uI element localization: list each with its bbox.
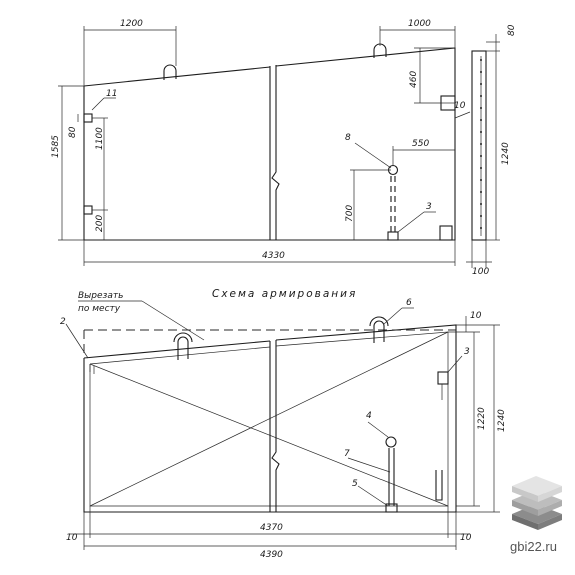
elevation-view: 1200 1000 80 460 1240 1585 80 1100 200 7… (51, 19, 517, 277)
embedded-plate-top-left (83, 113, 93, 123)
dim-1200: 1200 (120, 19, 143, 29)
break-line-right-2 (271, 340, 280, 512)
dim-700: 700 (345, 205, 355, 222)
dim-1240-side: 1240 (501, 142, 511, 165)
side-section (471, 50, 487, 241)
stacked-slabs-icon (512, 476, 562, 530)
embedded-plate-bottom-right (439, 225, 453, 241)
callout-6: 6 (406, 298, 412, 308)
callout-7: 7 (344, 449, 350, 459)
dim-1220: 1220 (477, 407, 487, 430)
dim-4390: 4390 (260, 550, 283, 560)
dim-4370: 4370 (260, 523, 283, 533)
dim-1585: 1585 (51, 135, 61, 158)
callout-4: 4 (366, 411, 372, 421)
callout-3-elevation: 3 (426, 202, 432, 212)
diagonal-bar-1 (89, 363, 449, 507)
dim-10-top: 10 (470, 311, 482, 321)
reinforcement-dimension-lines (70, 316, 500, 550)
dashed-bar-item-8 (390, 176, 396, 232)
section-title: Схема армирования (212, 288, 357, 300)
callout-5: 5 (352, 479, 358, 489)
dim-80-left: 80 (68, 126, 78, 138)
dim-100: 100 (472, 267, 489, 277)
dim-10-bottom-left: 10 (66, 533, 78, 543)
note-cut-line1: Вырезать (78, 291, 123, 301)
lifting-hook-right (369, 316, 389, 343)
side-section-dots (480, 59, 482, 229)
anchor-bottom-right (435, 470, 443, 501)
watermark-site: gbi22.ru (510, 539, 557, 554)
anchor-top-left (89, 364, 95, 374)
embedded-plate-item-3 (437, 371, 449, 385)
callout-3-reinforcement: 3 (464, 347, 470, 357)
plate-item-5 (385, 503, 398, 513)
lifting-hook-left (173, 332, 193, 360)
note-cut-line2: по месту (78, 304, 121, 314)
break-line-right (271, 65, 280, 240)
elevation-dimension-lines (58, 26, 500, 268)
dim-4330: 4330 (262, 251, 285, 261)
callout-10: 10 (454, 101, 466, 111)
dim-1000: 1000 (408, 19, 431, 29)
note-leader (141, 300, 205, 341)
embedded-plate-3 (387, 231, 399, 241)
callout-2: 2 (60, 317, 66, 327)
callout-8: 8 (345, 133, 351, 143)
dim-460: 460 (409, 71, 419, 88)
dim-10-bottom-right: 10 (460, 533, 472, 543)
reinforcement-view: Схема армирования Вырезать по месту (60, 288, 507, 560)
reinforcement-leaders (65, 307, 463, 507)
lifting-loop-left (163, 64, 177, 80)
dim-550: 550 (412, 139, 429, 149)
loop-item-4 (385, 436, 397, 448)
dim-1100: 1100 (95, 127, 105, 150)
dim-80-top: 80 (507, 24, 517, 36)
bar-item-7 (388, 448, 395, 506)
callout-11: 11 (106, 89, 117, 99)
dim-1240: 1240 (497, 409, 507, 432)
dim-200: 200 (95, 215, 105, 232)
embedded-plate-bottom-left (83, 205, 93, 215)
diagonal-bar-2 (89, 331, 449, 507)
